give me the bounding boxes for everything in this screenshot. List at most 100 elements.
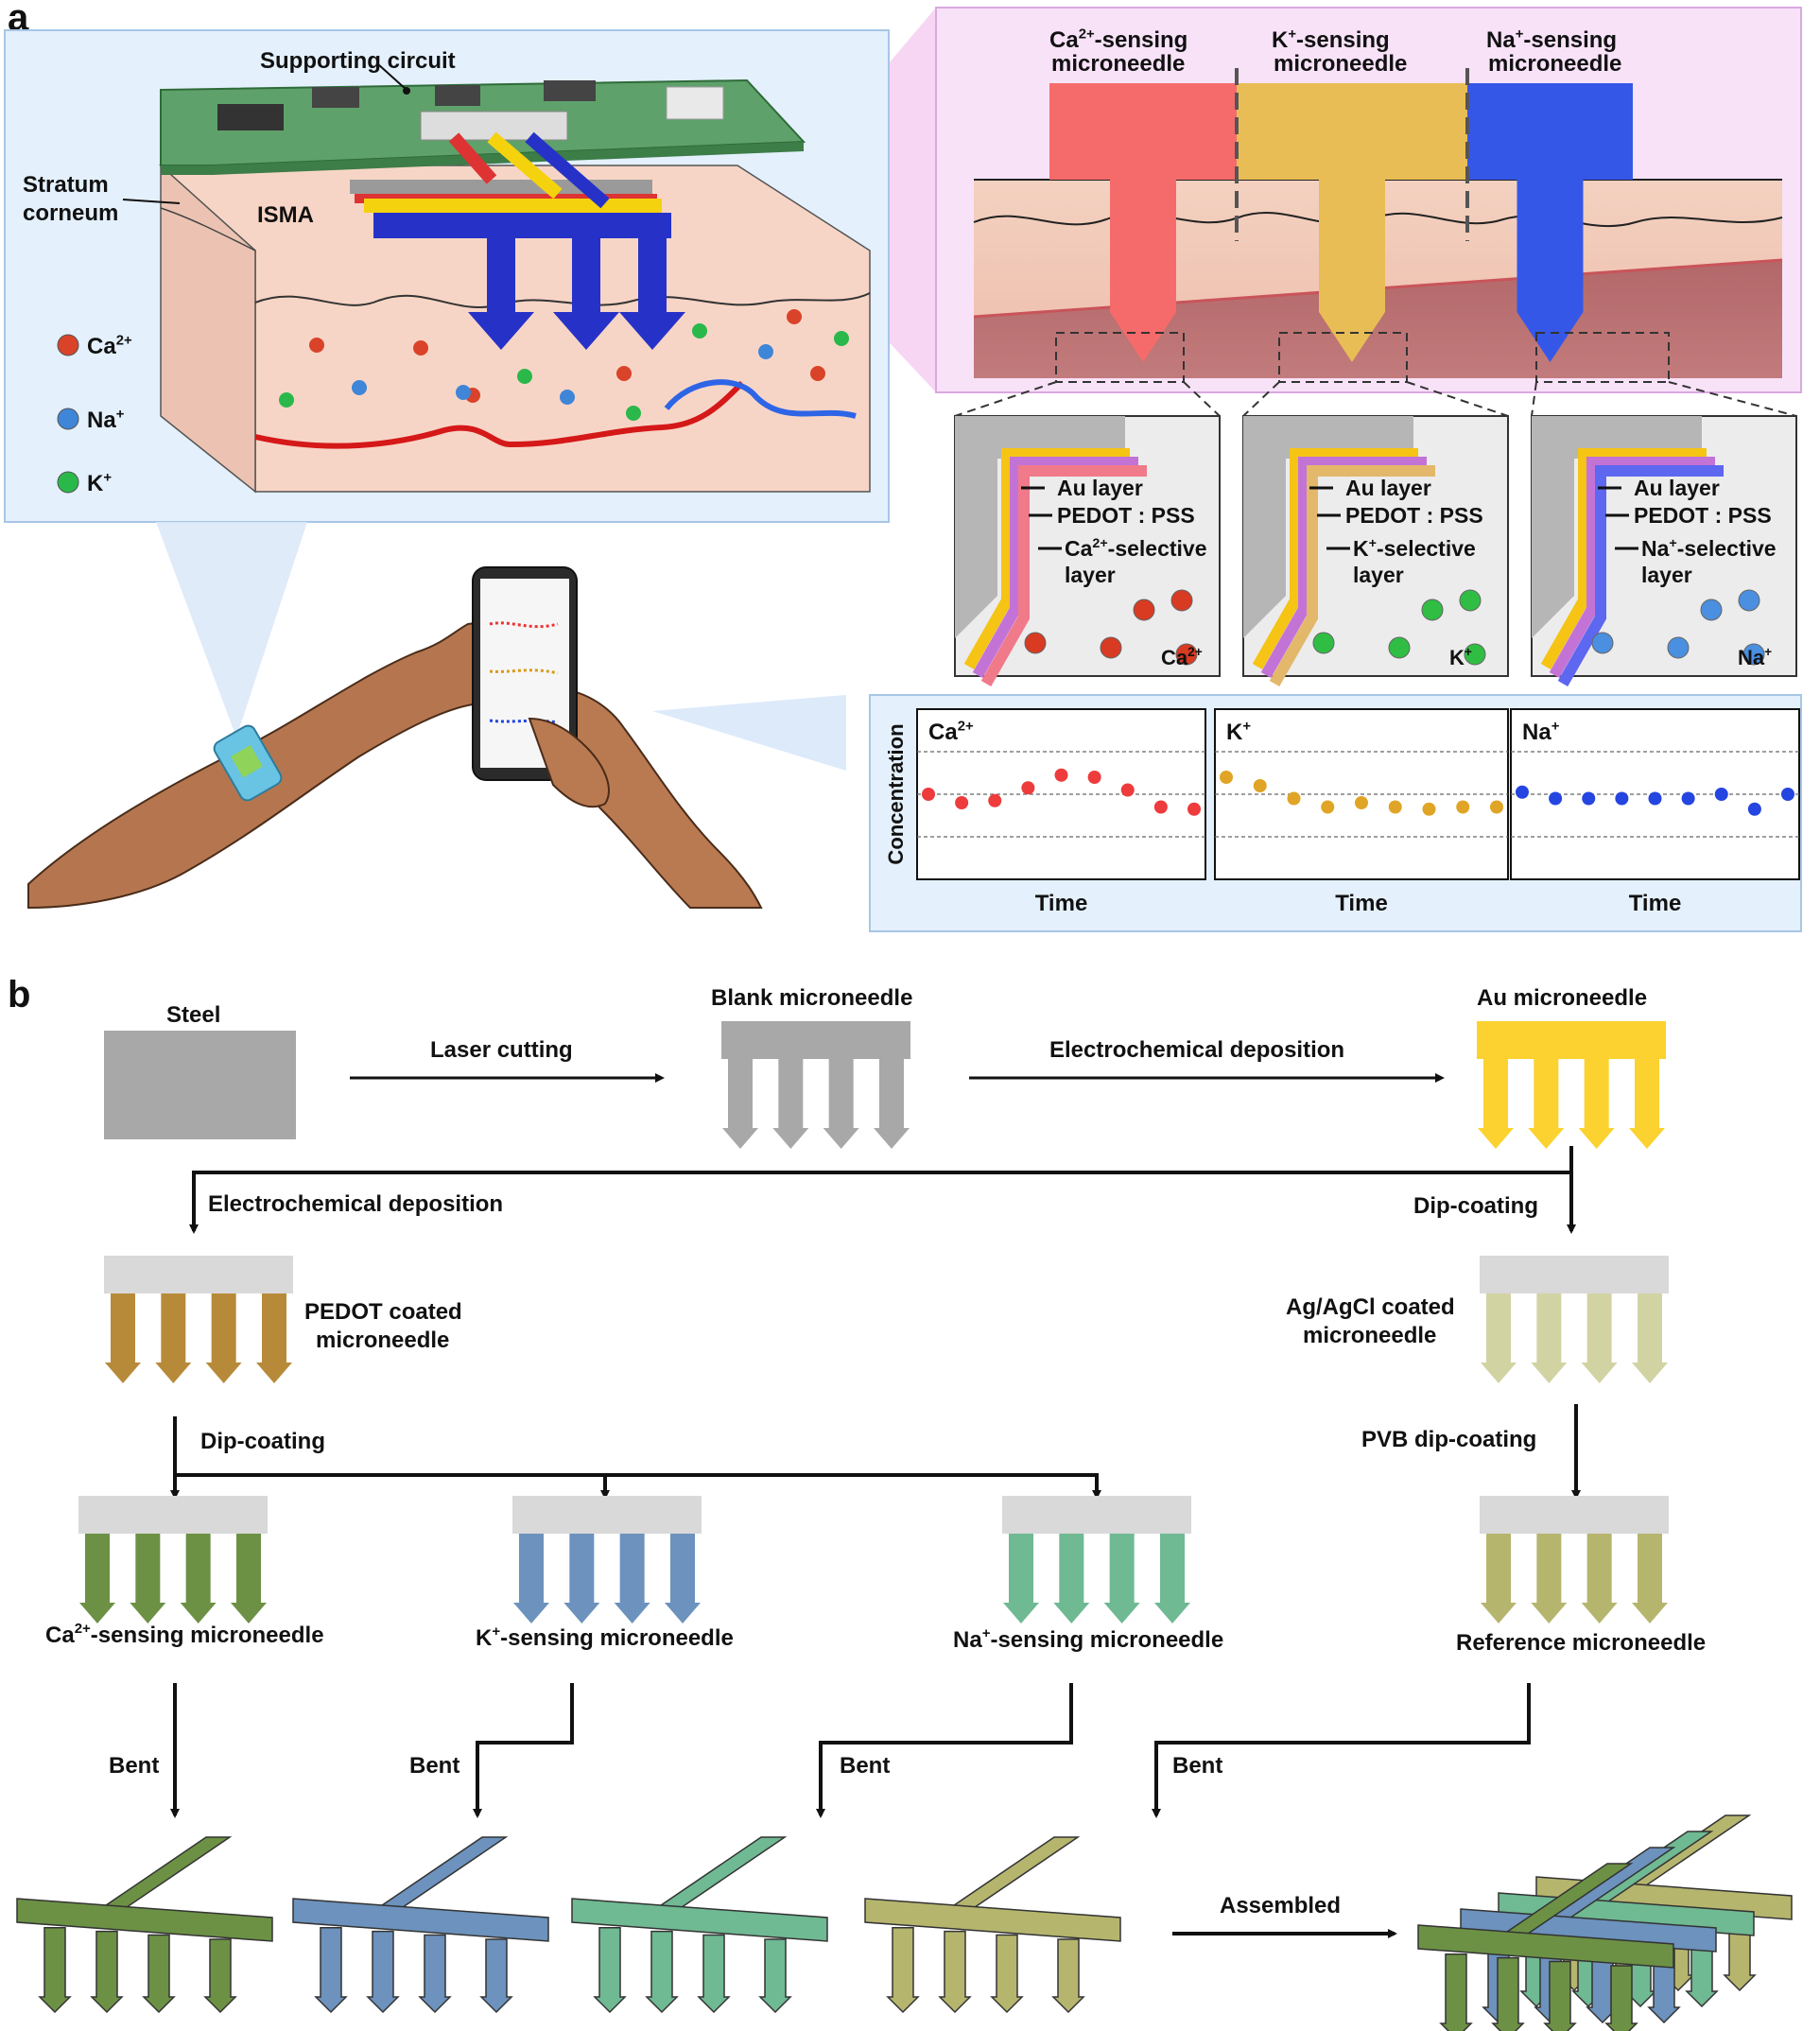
selective-layer-label-2: layer [1065,563,1116,587]
big-needle-shape [1467,83,1633,362]
panel-b-letter: b [8,974,30,1016]
comb-head [78,1496,268,1534]
bent-needle [1491,1956,1525,2031]
bent-needle [1439,1953,1473,2031]
circuit-board-edge [161,142,804,175]
assembled-device [1417,1814,1793,2031]
zoom-ion [1133,599,1155,621]
au-layer-stripe [1540,448,1707,669]
big-needles [1049,68,1633,362]
k-sensing-label: K+-sensing microneedle [476,1623,734,1651]
zoom-ion [1459,589,1482,612]
chart-point [1516,785,1529,799]
comb-head [512,1496,702,1534]
needle-core [1532,416,1702,638]
big-needle-shape [1049,83,1237,362]
chart-point [1120,783,1135,797]
bent-label-4: Bent [1172,1753,1222,1779]
chip-4 [544,80,596,101]
electrochem-2-label: Electrochemical deposition [208,1191,503,1217]
chart-title: K+ [1226,719,1251,745]
panel-a-letter: a [8,0,29,39]
needle-title-line1: Na+-sensing [1486,26,1617,53]
zoom-ion [1738,589,1760,612]
skin-patch-illustration [4,29,890,738]
pedot-label-2: microneedle [316,1328,449,1353]
bent-needle [593,1927,627,2014]
au-layer-label: Au layer [1634,476,1720,500]
bent-needle [1543,1960,1577,2031]
bent-label-3: Bent [840,1753,890,1779]
steel-block [104,1031,296,1139]
chip-1 [217,104,284,130]
tissue-ions [279,309,849,421]
zoom-ion-label: Ca2+ [1161,645,1203,669]
comb-needle [1481,1534,1517,1623]
chart-title: Ca2+ [928,719,974,745]
chart-x-label: Time [1035,891,1088,916]
au-layer-label: Au layer [1345,476,1431,500]
zoom-ion-label: Na+ [1738,645,1772,669]
laser-cutting-label: Laser cutting [430,1037,573,1063]
legend-ion-label: Na+ [87,407,125,433]
pedot-label: PEDOT : PSS [1345,503,1483,528]
needle-title-line1: Ca2+-sensing [1049,26,1187,53]
chart-point [1549,791,1563,806]
legend-ion-label: Ca2+ [87,333,132,359]
bent-arrows [170,1683,1531,1818]
hand-with-phone [472,566,763,909]
pvb-label: PVB dip-coating [1361,1427,1536,1452]
ca-sensing-label: Ca2+-sensing microneedle [45,1621,324,1648]
chart-point [1021,781,1035,795]
k-microneedle [512,1496,702,1623]
chart-point [922,788,935,801]
needle-title-line1: K+-sensing [1272,26,1390,53]
comb-needle [1632,1534,1668,1623]
comb-needle [1053,1534,1090,1623]
comb-needle [231,1534,267,1623]
blood-vessel-red [254,380,745,449]
chart-title: Na+ [1522,719,1560,745]
assembled-label: Assembled [1220,1893,1341,1918]
dip-coating-2-label: Dip-coating [200,1429,325,1454]
au-layer-label: Au layer [1057,476,1143,500]
comb-needle [155,1293,192,1383]
branch-row2 [170,1404,1581,1500]
au-layer-stripe [1252,448,1418,669]
selective-layer-label-2: layer [1641,563,1692,587]
isma-label: ISMA [257,202,314,228]
needle-title-line2: microneedle [1488,51,1621,77]
pedot-label-1: PEDOT coated [304,1299,462,1325]
blood-vessel-blue [664,379,857,419]
ion-legend: Ca2+Na+K+ [57,333,132,496]
comb-needle [665,1534,701,1623]
pedot-stripe [972,457,1138,678]
comb-needle [205,1293,242,1383]
chart-point [1355,796,1368,809]
selective-layer-label: Ca2+-selective [1065,536,1207,561]
zoom-ion [1175,643,1198,666]
comb-needle [1478,1059,1514,1149]
chart-point [1615,791,1629,806]
comb-needle [79,1534,115,1623]
connector-white [666,86,724,120]
comb-needle [1629,1059,1665,1149]
callout-to-arm [156,522,307,738]
chart-point [1054,768,1068,782]
selective-layer-label: K+-selective [1353,536,1476,561]
agcl-label-2: microneedle [1303,1323,1436,1348]
bent-bar [292,1898,549,1942]
comb-needle [1581,1293,1618,1383]
bent-needle [314,1927,348,2014]
needle-arrows [468,238,685,350]
zoom-ion [1591,632,1614,654]
au-microneedle [1477,1021,1666,1149]
bent-label-2: Bent [409,1753,459,1779]
comb-needle [614,1534,650,1623]
bent-needle [645,1930,679,2014]
zoom-ion [1100,636,1122,659]
zoom-ion [1464,643,1486,666]
selective-stripe [980,465,1147,686]
steel-label: Steel [166,1002,220,1028]
